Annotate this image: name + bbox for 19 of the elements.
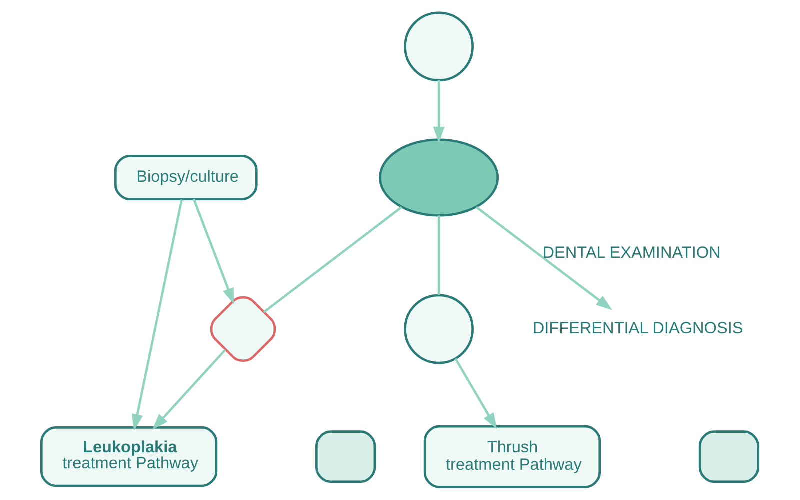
arrow bbox=[132, 199, 184, 431]
node-box: Thrush treatment Pathway bbox=[424, 425, 602, 488]
node-box bbox=[316, 430, 376, 484]
arrow bbox=[192, 198, 234, 305]
arrow bbox=[152, 349, 226, 430]
arrow bbox=[454, 358, 498, 430]
node-ellipse bbox=[379, 138, 500, 217]
arrow bbox=[433, 80, 445, 144]
edge-label: DENTAL EXAMINATION bbox=[542, 244, 721, 262]
node-box: Leukoplakia treatment Pathway bbox=[40, 426, 218, 488]
node-box: Biopsy/culture bbox=[114, 155, 258, 200]
connector bbox=[263, 206, 402, 314]
node-circle bbox=[404, 12, 474, 82]
connector bbox=[438, 216, 440, 296]
arrow bbox=[476, 206, 612, 310]
node-box bbox=[698, 430, 760, 484]
node-circle bbox=[404, 294, 474, 364]
node-diamond bbox=[210, 296, 276, 362]
node-text: DIFFERENTIAL DIAGNOSIS bbox=[532, 320, 744, 338]
